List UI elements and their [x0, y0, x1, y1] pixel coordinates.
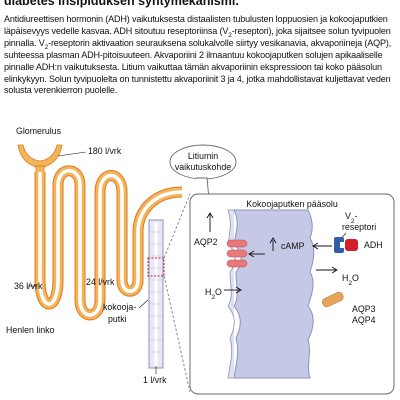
- water-apical-o: O: [215, 287, 222, 297]
- aqp4-label: AQP4: [352, 315, 376, 325]
- collecting-duct-label-2: putki: [108, 314, 127, 324]
- paragraph-part-3: -reseptorin aktivaation seurauksena solu…: [4, 37, 392, 96]
- water-basal-o: O: [352, 273, 359, 283]
- water-entry-arrow-icon: [224, 286, 242, 294]
- flow-24-label: 24 l/vrk: [86, 277, 115, 287]
- collecting-duct-pointer: [138, 299, 149, 309]
- zoom-line-top: [163, 193, 191, 259]
- adh-label: ADH: [364, 240, 383, 250]
- glomerulus-label: Glomerulus: [16, 126, 62, 136]
- collecting-duct: [147, 219, 165, 369]
- principal-cell-shape: [233, 209, 315, 379]
- water-basal-label: H2O: [342, 273, 359, 287]
- aqp3-label: AQP3: [352, 304, 376, 314]
- camp-up-arrow-icon: [269, 237, 277, 251]
- lithium-target-marker: [147, 257, 165, 277]
- aqp2-label: AQP2: [194, 237, 218, 247]
- apical-membrane: [227, 209, 236, 379]
- paragraph-part-1: Antidiureettisen hormonin (ADH) vaikutuk…: [4, 14, 388, 36]
- v2-receptor-prefix: V: [345, 211, 351, 221]
- lithium-label-1: Litiumin: [188, 151, 218, 161]
- water-basal-h: H: [342, 273, 348, 283]
- receptor-to-camp-arrow-icon: [312, 242, 332, 250]
- lithium-label-2: vaikutuskohde: [175, 162, 231, 172]
- water-basal-sub: 2: [348, 280, 352, 287]
- v2-receptor-suffix: -: [355, 211, 358, 221]
- water-exit-arrow-icon: [316, 266, 338, 274]
- aqp2-channel-icon: [226, 239, 248, 268]
- flow-1-label: 1 l/vrk: [143, 375, 167, 385]
- aqp2-vesicle-arrow-icon: [206, 212, 214, 232]
- aqp2-translocation-arrow-icon: [248, 250, 265, 258]
- nephron-tubule: [34, 165, 183, 321]
- glomerulus-shape: [17, 144, 63, 177]
- cell-title: Kokoojaputken pääsolu: [246, 199, 338, 209]
- henle-loop-label: Henlen linko: [6, 325, 55, 335]
- adh-molecule-icon: [345, 239, 358, 251]
- water-apical-label: H2O: [205, 287, 222, 301]
- page-heading: diabetes insipiduksen syntymekanismi.: [4, 0, 239, 8]
- v2-receptor-label: V2-: [345, 211, 358, 225]
- camp-label: cAMP: [281, 241, 305, 251]
- water-apical-h: H: [205, 287, 211, 297]
- principal-cell-panel: Kokoojaputken pääsolu V2- reseptori ADH …: [189, 193, 395, 395]
- aqp34-channel-icon: [321, 291, 344, 308]
- v2-receptor-sub: 2: [351, 218, 355, 225]
- paragraph-sub-1: 2: [228, 31, 232, 39]
- v2-receptor-label-2: reseptori: [342, 222, 376, 232]
- paragraph-part-2: -reseptori), joka sijaitsee solun tyvipu…: [4, 25, 391, 48]
- flow-180-label: 180 l/vrk: [88, 146, 122, 156]
- water-apical-sub: 2: [211, 294, 215, 301]
- v2-receptor-icon: [334, 237, 346, 253]
- collecting-duct-label-1: kokooja-: [103, 302, 136, 312]
- paragraph-sub-2: 2: [44, 43, 49, 51]
- zoom-line-bottom: [163, 275, 191, 393]
- description-paragraph: Antidiureettisen hormonin (ADH) vaikutuk…: [4, 14, 397, 97]
- flow-180-pointer: [57, 151, 87, 157]
